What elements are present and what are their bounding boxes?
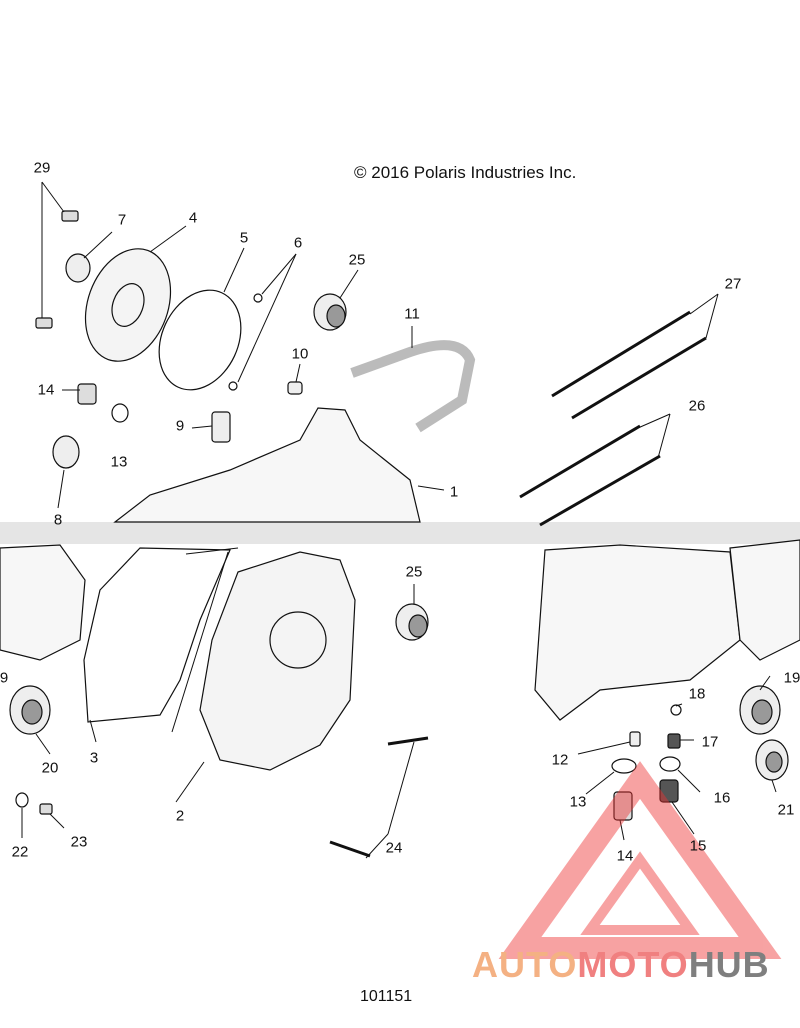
part-8-seal	[52, 435, 80, 469]
part-7-seal	[65, 253, 91, 283]
part-27-studs	[551, 310, 707, 420]
part-13-washer-upper	[111, 403, 129, 423]
callout-7: 7	[117, 211, 127, 229]
callout-6: 6	[293, 234, 303, 252]
callout-18: 18	[688, 685, 706, 703]
callout-20: 20	[41, 759, 59, 777]
watermark-moto: MOTO	[577, 944, 689, 985]
watermark-auto: AUTO	[472, 944, 578, 985]
callout-27: 27	[724, 275, 742, 293]
watermark-triangle-logo	[498, 761, 782, 959]
part-29-screws	[35, 210, 79, 329]
part-10-clamp	[287, 381, 303, 395]
part-6-rings	[228, 293, 263, 391]
callout-9: 9	[175, 417, 185, 435]
figure-number: 101151	[360, 988, 413, 1005]
part-9-fitting	[211, 411, 231, 443]
callout-15: 15	[689, 837, 707, 855]
callout-5: 5	[239, 229, 249, 247]
callout-17: 17	[701, 733, 719, 751]
part-23-bolt	[39, 803, 53, 815]
callout-8: 8	[53, 511, 63, 529]
part-2-bore	[269, 611, 327, 669]
part-14-plug-lower	[613, 791, 633, 821]
callout-22: 22	[11, 843, 29, 861]
part-18-dowel	[670, 704, 682, 716]
part-case-right-edge	[729, 539, 800, 661]
part-20-bearing	[9, 685, 51, 735]
watermark-hub: HUB	[688, 944, 770, 985]
callout-1: 1	[449, 483, 459, 501]
part-25-bearing-lower	[395, 603, 429, 641]
callout-23: 23	[70, 833, 88, 851]
callout-14-lower: 14	[616, 847, 634, 865]
copyright-notice: © 2016 Polaris Industries Inc.	[354, 163, 577, 182]
callout-13-upper: 13	[110, 453, 128, 471]
callout-24: 24	[385, 839, 403, 857]
part-case-left-partial	[0, 544, 86, 661]
callout-16: 16	[713, 789, 731, 807]
callout-4: 4	[188, 209, 198, 227]
leader-lines	[21, 181, 777, 859]
part-16-washer	[659, 756, 681, 772]
callout-26: 26	[688, 397, 706, 415]
part-14-plug-upper	[77, 383, 97, 405]
part-1-crankcase-upper	[113, 407, 421, 523]
callout-19-left: 9	[0, 669, 9, 687]
part-5-oring	[158, 289, 242, 391]
callout-19-right: 19	[783, 669, 800, 687]
callout-12: 12	[551, 751, 569, 769]
part-15-plug	[659, 779, 679, 803]
part-21-bearing	[755, 739, 789, 781]
callout-11: 11	[404, 305, 420, 323]
part-26-studs	[519, 424, 661, 527]
callout-25-upper: 25	[348, 251, 366, 269]
part-19-bearing	[739, 685, 781, 735]
callout-3: 3	[89, 749, 99, 767]
part-3-gasket	[83, 547, 231, 723]
callout-14-upper: 14	[37, 381, 55, 399]
watermark-automotohub: AUTOMOTOHUB	[472, 944, 770, 986]
part-2-crankcase	[199, 551, 356, 771]
part-12-dowel	[629, 731, 641, 747]
callout-13-lower: 13	[569, 793, 587, 811]
part-case-right	[534, 544, 741, 721]
part-11-hose	[350, 340, 476, 433]
callout-25-lower: 25	[405, 563, 423, 581]
callout-2: 2	[175, 807, 185, 825]
part-25-bearing-upper	[313, 293, 347, 331]
part-17-pin	[667, 733, 681, 749]
part-24-bolts	[329, 736, 429, 858]
part-13-washer-lower	[611, 758, 637, 774]
callout-21: 21	[777, 801, 795, 819]
callout-10: 10	[291, 345, 309, 363]
part-22-washer	[15, 792, 29, 808]
part-4-cover	[84, 248, 172, 362]
scan-noise-band	[0, 522, 800, 544]
callout-29: 29	[33, 159, 51, 177]
